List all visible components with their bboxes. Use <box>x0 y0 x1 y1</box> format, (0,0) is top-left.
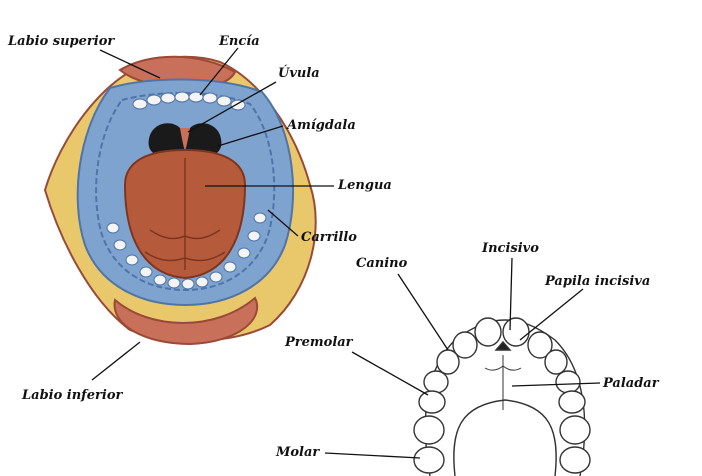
label-uvula: Úvula <box>278 66 320 82</box>
palate-inner-arch <box>454 400 556 476</box>
label-carrillo: Carrillo <box>301 230 357 246</box>
label-papila-incisiva: Papila incisiva <box>545 274 650 290</box>
label-labio-inferior: Labio inferior <box>22 388 122 404</box>
label-encia: Encía <box>219 34 260 50</box>
label-amigdala: Amígdala <box>287 118 356 134</box>
label-labio-superior: Labio superior <box>8 34 114 50</box>
label-canino: Canino <box>356 256 407 272</box>
label-lengua: Lengua <box>338 178 392 194</box>
label-paladar: Paladar <box>603 376 659 392</box>
label-incisivo: Incisivo <box>482 241 539 257</box>
mouth-illustration <box>45 57 316 344</box>
label-molar: Molar <box>276 445 319 461</box>
palate-illustration <box>414 318 590 476</box>
label-premolar: Premolar <box>285 335 353 351</box>
